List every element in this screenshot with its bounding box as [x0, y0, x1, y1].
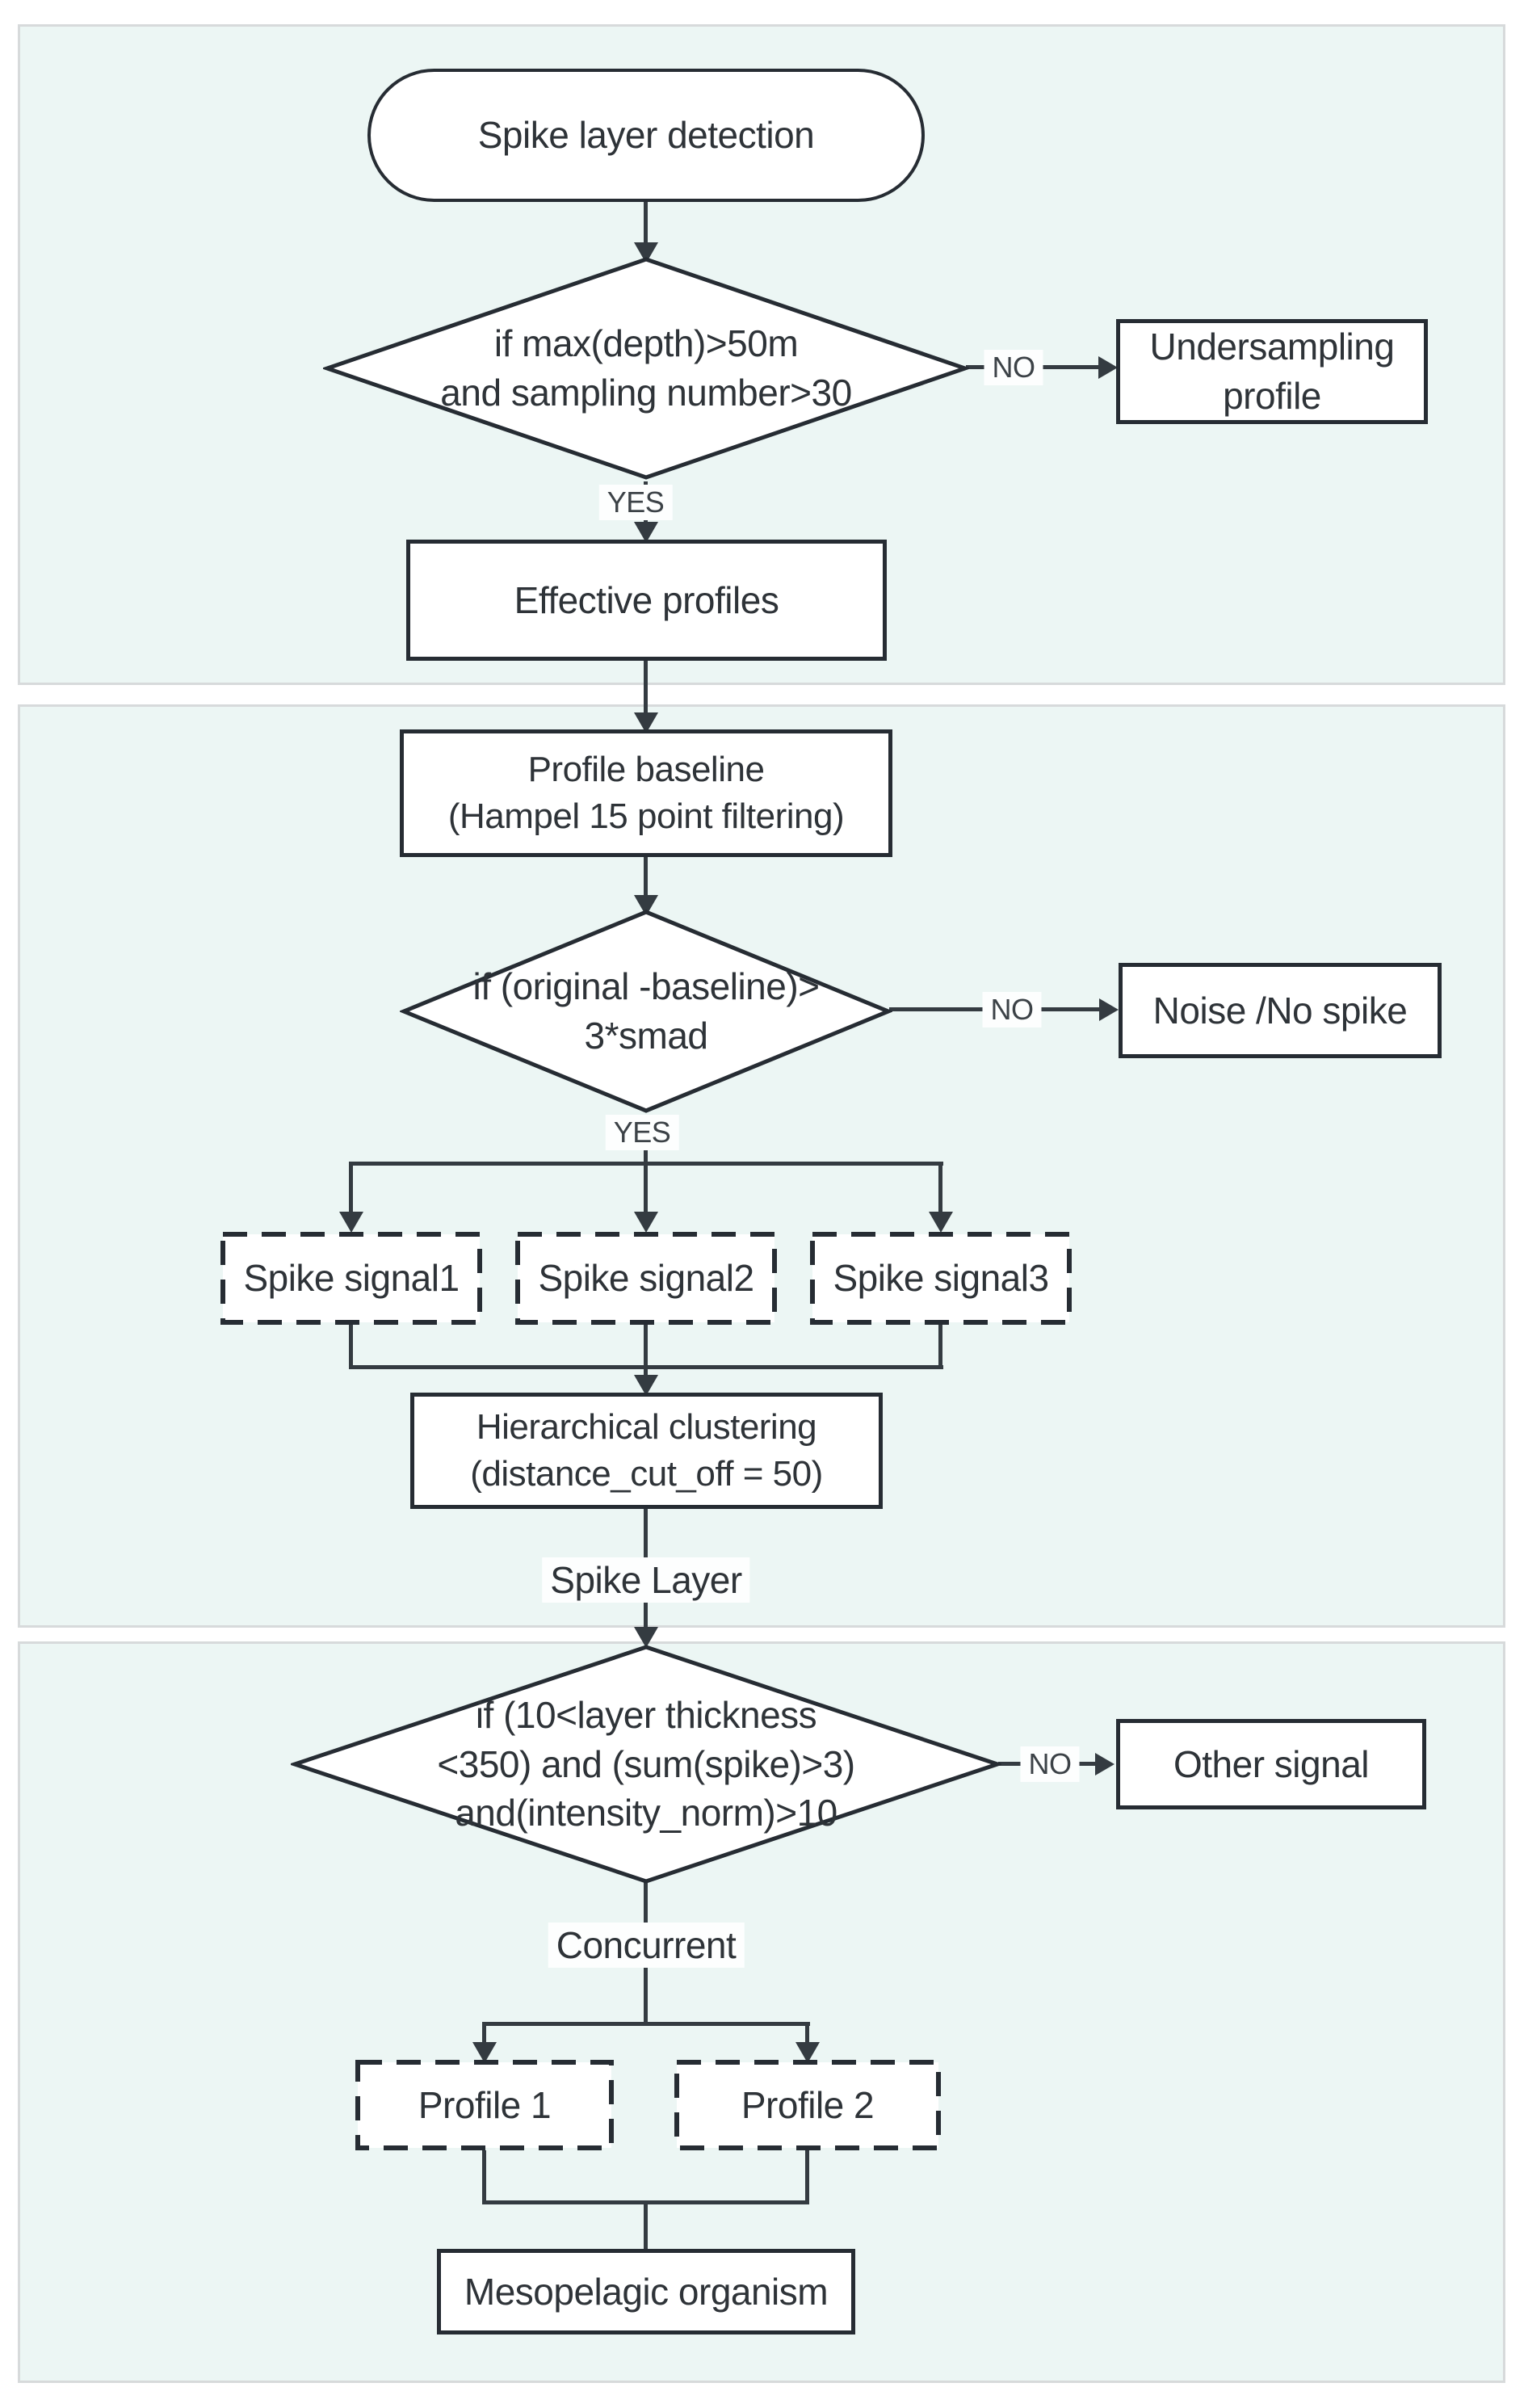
decision1-line2: and sampling number>30 — [440, 372, 852, 414]
baseline-line1: Profile baseline — [527, 749, 765, 789]
edge-branch-profiles — [482, 2022, 810, 2026]
arrowhead-other — [1095, 1753, 1115, 1776]
node-spike-signal3: Spike signal3 — [810, 1232, 1072, 1325]
arrowhead-decision3 — [634, 1627, 658, 1648]
decision2-line2: 3*smad — [584, 1015, 708, 1057]
node-other-signal: Other signal — [1116, 1719, 1426, 1809]
profile1-outline — [355, 2060, 614, 2150]
spike-signal2-outline — [515, 1232, 777, 1325]
decision3-line3: and(intensity_norm)>10 — [455, 1792, 837, 1834]
edge-start-to-decision1 — [644, 202, 648, 244]
edge-to-mesopelagic — [644, 2200, 648, 2250]
decision3-line2: <350) and (sum(spike)>3) — [437, 1742, 855, 1785]
node-mesopelagic: Mesopelagic organism — [437, 2249, 855, 2334]
edge-label-yes1: YES — [598, 485, 673, 520]
decision3-line1: if (10<layer thickness — [475, 1693, 817, 1736]
edge-label-yes2: YES — [605, 1115, 679, 1150]
spike-signal2-label: Spike signal2 — [538, 1257, 754, 1300]
edge-label-spike-layer: Spike Layer — [542, 1557, 750, 1603]
spike-signal1-label: Spike signal1 — [243, 1257, 460, 1300]
node-decision3: if (10<layer thickness <350) and (sum(sp… — [291, 1643, 1001, 1885]
profile2-label: Profile 2 — [741, 2083, 875, 2126]
spike-signal3-label: Spike signal3 — [833, 1257, 1049, 1300]
node-spike-signal1: Spike signal1 — [220, 1232, 482, 1325]
baseline-line2: (Hampel 15 point filtering) — [447, 796, 845, 836]
undersampling-line1: Undersampling — [1149, 326, 1395, 368]
edge-effective-to-baseline — [644, 661, 648, 714]
edge-to-spike1 — [349, 1162, 353, 1214]
profile1-label: Profile 1 — [418, 2083, 552, 2126]
decision1-line1: if max(depth)>50m — [493, 322, 799, 365]
spike-signal1-outline — [220, 1232, 482, 1325]
node-profile1: Profile 1 — [355, 2060, 614, 2150]
arrowhead-noise — [1099, 998, 1119, 1021]
node-profile-baseline: Profile baseline (Hampel 15 point filter… — [400, 729, 892, 857]
decision1-outline — [323, 257, 969, 480]
clustering-line2: (distance_cut_off = 50) — [470, 1454, 823, 1494]
decision2-line1: if (original -baseline)> — [472, 965, 820, 1008]
edge-label-no3: NO — [1020, 1746, 1080, 1782]
edge-to-profile1 — [482, 2022, 486, 2044]
edge-baseline-to-decision2 — [644, 857, 648, 897]
other-signal-label: Other signal — [1173, 1742, 1370, 1785]
edge-profile1-merge — [482, 2150, 486, 2204]
node-spike-signal2: Spike signal2 — [515, 1232, 777, 1325]
node-noise: Noise /No spike — [1119, 963, 1442, 1058]
edge-label-no1: NO — [984, 350, 1043, 385]
clustering-line1: Hierarchical clustering — [476, 1406, 817, 1447]
arrowhead-undersampling — [1098, 356, 1118, 379]
node-effective-profiles: Effective profiles — [406, 540, 887, 661]
arrowhead-spike1 — [339, 1212, 363, 1233]
effective-profiles-label: Effective profiles — [514, 578, 779, 621]
undersampling-line2: profile — [1223, 375, 1321, 417]
decision2-outline — [400, 910, 892, 1113]
edge-spike3-merge — [938, 1325, 942, 1369]
node-start: Spike layer detection — [367, 69, 925, 202]
arrowhead-spike2 — [634, 1212, 658, 1233]
arrowhead-profile2 — [795, 2042, 820, 2063]
arrowhead-profile1 — [472, 2042, 497, 2063]
noise-label: Noise /No spike — [1152, 989, 1408, 1032]
node-decision1: if max(depth)>50m and sampling number>30 — [323, 255, 969, 481]
arrowhead-effective — [634, 522, 658, 543]
profile2-outline — [674, 2060, 941, 2150]
edge-to-profile2 — [805, 2022, 809, 2044]
edge-spike2-merge — [644, 1325, 648, 1378]
node-clustering: Hierarchical clustering (distance_cut_of… — [410, 1393, 883, 1509]
edge-to-spike3 — [938, 1162, 942, 1214]
edge-label-concurrent: Concurrent — [548, 1923, 745, 1968]
node-profile2: Profile 2 — [674, 2060, 941, 2150]
edge-to-spike2 — [644, 1162, 648, 1214]
node-decision2: if (original -baseline)> 3*smad — [400, 908, 892, 1115]
edge-profile2-merge — [805, 2150, 809, 2204]
edge-spike1-merge — [349, 1325, 353, 1369]
decision3-outline — [291, 1645, 1001, 1884]
node-start-label: Spike layer detection — [477, 114, 815, 157]
node-undersampling: Undersampling profile — [1116, 319, 1428, 424]
edge-label-no2: NO — [982, 992, 1042, 1027]
mesopelagic-label: Mesopelagic organism — [464, 2270, 829, 2313]
arrowhead-spike3 — [929, 1212, 953, 1233]
arrowhead-clustering — [634, 1375, 658, 1396]
spike-signal3-outline — [810, 1232, 1072, 1325]
